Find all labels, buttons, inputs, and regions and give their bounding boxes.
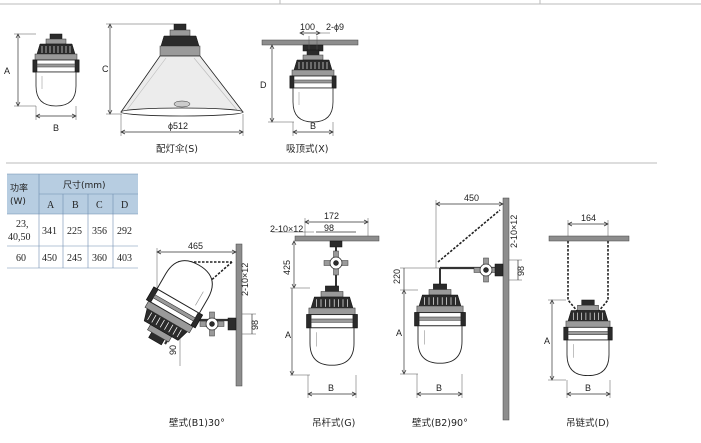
- lamp-wall-b2: 450 2-10×12 98 220 A B 壁式(B2)90°: [392, 193, 526, 429]
- lamp-pendant-rod: 172 98 2-10×12 425 A B 吊杆式(G): [270, 211, 380, 429]
- dim-b2-h1: 220: [392, 269, 402, 284]
- dim-ceiling-holes: 2-ϕ9: [326, 22, 344, 32]
- dim-g-a: A: [285, 330, 291, 340]
- caption-pendant-chain: 吊链式(D): [566, 417, 609, 429]
- dim-g-w1: 172: [324, 211, 339, 221]
- dim-ceiling-width: 100: [300, 22, 315, 32]
- table-row1-c: 356: [92, 226, 107, 237]
- table-size-header: 尺寸(mm): [63, 179, 106, 191]
- dim-b-label: B: [53, 123, 59, 133]
- dim-chain-b: B: [585, 383, 591, 393]
- dim-chain-a: A: [544, 336, 550, 346]
- table-row1-b: 225: [67, 226, 82, 237]
- table-row1-power-1: 23,: [16, 219, 29, 230]
- dim-b2-len: 450: [464, 193, 479, 203]
- dim-ceiling-b: B: [310, 121, 316, 131]
- lamp-ceiling: 100 2-ϕ9 D B 吸顶式(X): [260, 22, 359, 155]
- table-row1-power-2: 40,50: [8, 232, 31, 243]
- dim-d-label: D: [260, 80, 267, 90]
- lamp-pendant-chain: 164 A B 吊链式(D): [544, 213, 630, 429]
- dim-d-w: 164: [581, 213, 596, 223]
- dim-b2-h2: 98: [516, 266, 526, 276]
- table-power-header: 功率: [10, 182, 28, 194]
- table-power-unit: (W): [10, 197, 26, 207]
- caption-wall-b1: 壁式(B1)30°: [169, 417, 225, 429]
- dim-g-h: 425: [282, 260, 292, 275]
- dim-g-w2: 98: [324, 223, 334, 233]
- table-header-b: B: [72, 200, 79, 211]
- table-row1-a: 341: [42, 226, 57, 237]
- dim-b1-len: 465: [188, 241, 203, 251]
- caption-ceiling: 吸顶式(X): [286, 143, 328, 155]
- table-row2-b: 245: [67, 253, 82, 264]
- table-header-c: C: [96, 200, 103, 211]
- caption-pendant-rod: 吊杆式(G): [312, 417, 355, 429]
- dim-shade-label: ϕ512: [168, 121, 188, 131]
- dim-a-label: A: [4, 66, 10, 76]
- dim-b1-slot: 2-10×12: [240, 263, 250, 296]
- dim-b2-slot: 2-10×12: [509, 215, 519, 248]
- table-header-a: A: [47, 200, 55, 211]
- caption-wall-b2: 壁式(B2)90°: [412, 417, 468, 429]
- table-row2-c: 360: [92, 253, 107, 264]
- dim-g-b: B: [328, 383, 334, 393]
- dim-c-label: C: [102, 64, 109, 74]
- dim-g-slot: 2-10×12: [270, 224, 303, 234]
- table-row1-d: 292: [117, 226, 132, 237]
- table-row2-d: 403: [117, 253, 132, 264]
- lamp-wall-b1: 465 2-10×12 98 90 壁式(B1)30°: [130, 241, 260, 429]
- table-row2-power: 60: [16, 253, 26, 264]
- caption-shade: 配灯伞(S): [156, 143, 198, 155]
- dim-b1-drop: 90: [168, 345, 178, 355]
- dim-b2-a: A: [396, 328, 402, 338]
- lamp-basic: A B: [4, 33, 80, 133]
- dimension-table: 功率 (W) 尺寸(mm) A B C D 23, 40,50 341 225 …: [7, 173, 138, 269]
- table-row2-a: 450: [42, 253, 57, 264]
- dim-b1-h: 98: [250, 320, 260, 330]
- dim-b2-b: B: [436, 383, 442, 393]
- lamp-shade: C ϕ512 配灯伞(S): [102, 23, 244, 155]
- table-header-d: D: [121, 200, 128, 211]
